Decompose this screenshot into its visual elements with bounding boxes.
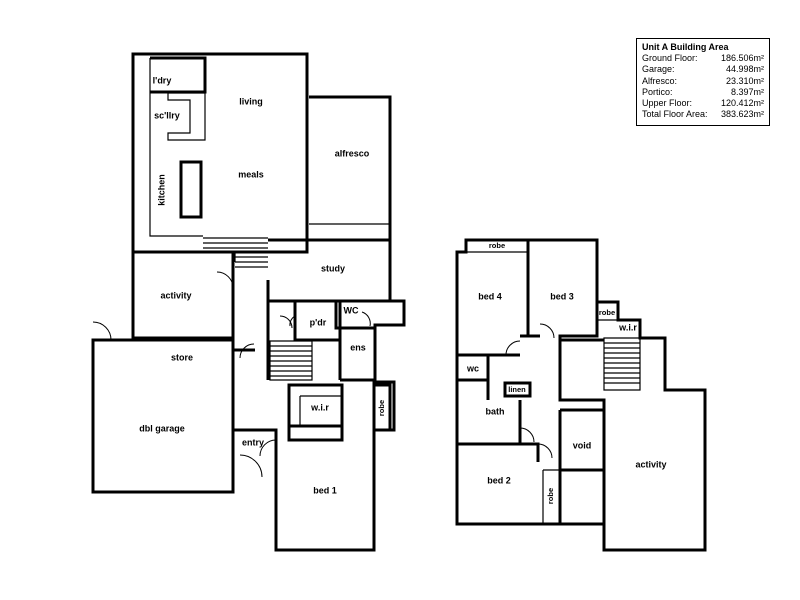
wall-landing — [558, 338, 606, 550]
area-row-value: 186.506m² — [720, 53, 764, 64]
wall-living-block — [131, 52, 309, 254]
label-alfresco: alfresco — [335, 148, 370, 158]
area-row-value: 44.998m² — [725, 64, 764, 75]
stairs-ground-lower — [269, 340, 313, 381]
label-linen: linen — [508, 385, 526, 394]
label-kitchen: kitchen — [156, 174, 166, 206]
entry-door-swing — [239, 439, 277, 478]
label-ldry: l'dry — [153, 75, 172, 85]
area-row: Ground Floor: 186.506m² — [642, 53, 764, 64]
bath-door-swing — [519, 427, 535, 443]
store-door-swing — [239, 343, 255, 359]
activity-door-swing — [216, 271, 234, 289]
label-pdr: p'dr — [310, 317, 327, 327]
stairs-ground-top — [203, 237, 268, 268]
label-dbl-garage: dbl garage — [139, 423, 185, 433]
area-row: Portico: 8.397m² — [642, 87, 764, 98]
area-row-value: 23.310m² — [725, 75, 764, 86]
bed4-door-swing — [505, 323, 555, 356]
wall-wc-upper — [457, 355, 532, 400]
area-row: Total Floor Area: 383.623m² — [642, 109, 764, 120]
wall-bed1 — [287, 426, 344, 442]
wall-wc — [334, 301, 375, 330]
garage-door-swing — [92, 321, 112, 341]
void-door-swing — [537, 443, 553, 459]
label-meals: meals — [238, 169, 264, 179]
label-robe-top: robe — [489, 241, 505, 250]
wall-pdr — [293, 301, 340, 342]
label-bed3: bed 3 — [550, 291, 574, 301]
label-bed2: bed 2 — [487, 475, 511, 485]
wc-door-swing — [361, 311, 371, 327]
wall-robe-bed1 — [374, 383, 392, 432]
island-bench — [179, 160, 203, 219]
wall-entry — [231, 380, 396, 552]
area-row: Alfresco: 23.310m² — [642, 76, 764, 87]
wall-alfresco — [309, 95, 392, 242]
area-row: Garage: 44.998m² — [642, 64, 764, 75]
kitchen-bench — [149, 58, 203, 237]
scullery-bench — [167, 92, 206, 141]
wall-void — [558, 408, 604, 472]
area-row-value: 8.397m² — [730, 86, 764, 97]
label-study: study — [321, 263, 345, 273]
area-row-label: Alfresco: — [642, 75, 678, 86]
label-robe-small: robe — [599, 308, 615, 317]
wall-hall — [231, 299, 406, 382]
room-labels: l'dry sc'llry living kitchen meals alfre… — [139, 75, 666, 504]
label-robe-bed2: robe — [546, 488, 555, 504]
area-row: Upper Floor: 120.412m² — [642, 98, 764, 109]
ground-floor-plan — [91, 52, 406, 552]
label-entry: entry — [242, 437, 264, 447]
robe-bed2 — [542, 469, 560, 524]
area-row-label: Total Floor Area: — [642, 109, 708, 120]
upper-floor-plan — [455, 238, 707, 552]
area-row-value: 120.412m² — [720, 98, 764, 109]
label-wc-ground: WC — [344, 305, 359, 315]
wir-inner — [299, 395, 342, 426]
label-void: void — [573, 440, 592, 450]
label-wc-upper: wc — [466, 363, 479, 373]
label-activity-upper: activity — [635, 459, 666, 469]
area-row-value: 383.623m² — [720, 109, 764, 120]
label-store: store — [171, 352, 193, 362]
label-robe-ground: robe — [377, 400, 386, 416]
area-row-label: Ground Floor: — [642, 53, 698, 64]
wall-laundry — [150, 56, 207, 94]
stairs-upper — [603, 337, 641, 391]
pdr-door-swing — [279, 315, 296, 329]
area-row-label: Garage: — [642, 64, 675, 75]
label-wir-ground: w.i.r — [310, 402, 329, 412]
wall-bed2 — [457, 442, 562, 524]
label-wir-upper: w.i.r — [618, 322, 637, 332]
area-row-label: Portico: — [642, 86, 673, 97]
wall-upper-outer — [455, 238, 707, 552]
label-bed4: bed 4 — [478, 291, 502, 301]
label-bath: bath — [486, 406, 505, 416]
label-ens: ens — [350, 342, 366, 352]
building-area-title: Unit A Building Area — [642, 42, 729, 52]
area-row-label: Upper Floor: — [642, 98, 693, 109]
wall-garage — [91, 338, 255, 494]
label-living: living — [239, 96, 263, 106]
label-bed1: bed 1 — [313, 485, 337, 495]
label-scllry: sc'llry — [154, 110, 180, 120]
label-activity-ground: activity — [160, 290, 191, 300]
building-area-table: Unit A Building Area Ground Floor: 186.5… — [636, 38, 770, 126]
